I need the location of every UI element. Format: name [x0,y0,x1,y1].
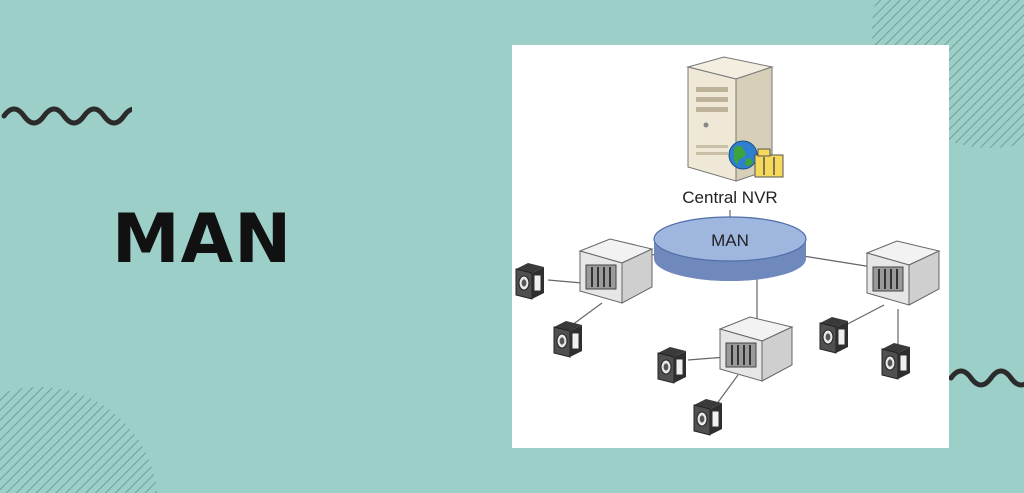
camera-icon [881,342,911,380]
man-network-disc: MAN [653,216,807,281]
hatched-circle-decoration-bottom-left [0,387,158,493]
diagram-panel: Central NVR MAN [512,45,949,448]
network-label: MAN [711,231,749,250]
camera-icon [515,262,545,300]
nvr-node-right [866,240,940,306]
nvr-box-icon [866,240,940,306]
camera-icon [553,320,583,358]
nvr-box-icon [719,316,793,382]
wave-decoration-left [1,106,132,126]
camera-icon [819,316,849,354]
wave-decoration-right [948,368,1024,388]
globe-icon [728,140,758,170]
slide-title: MAN [112,200,293,279]
man-network-diagram: Central NVR MAN [515,56,940,436]
folder-icon [754,148,784,178]
nvr-node-bottom [719,316,793,382]
camera-icon [693,398,723,436]
nvr-node-left [579,238,653,304]
camera-icon [657,346,687,384]
server-label: Central NVR [682,188,777,207]
nvr-box-icon [579,238,653,304]
